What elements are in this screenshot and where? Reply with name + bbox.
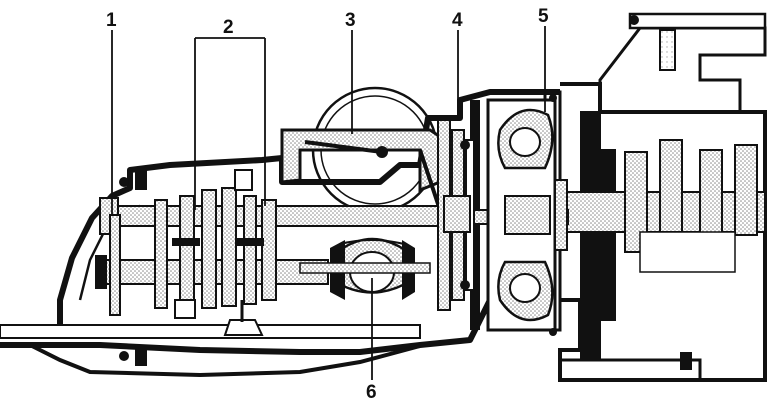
callout-3: 3 (345, 10, 356, 31)
clutch-pack (437, 119, 475, 311)
leader-lines (111, 26, 546, 380)
shift-linkage (280, 86, 447, 214)
callout-1: 1 (106, 10, 117, 31)
transmission-housing (0, 89, 562, 378)
callout-4: 4 (452, 10, 463, 31)
callout-2: 2 (223, 17, 234, 38)
engine-block (558, 12, 767, 382)
crankshaft (559, 139, 766, 273)
gear-set (109, 169, 277, 336)
torque-converter (486, 94, 568, 336)
callout-5: 5 (538, 6, 549, 27)
differential (299, 237, 431, 300)
callout-6: 6 (366, 382, 377, 403)
